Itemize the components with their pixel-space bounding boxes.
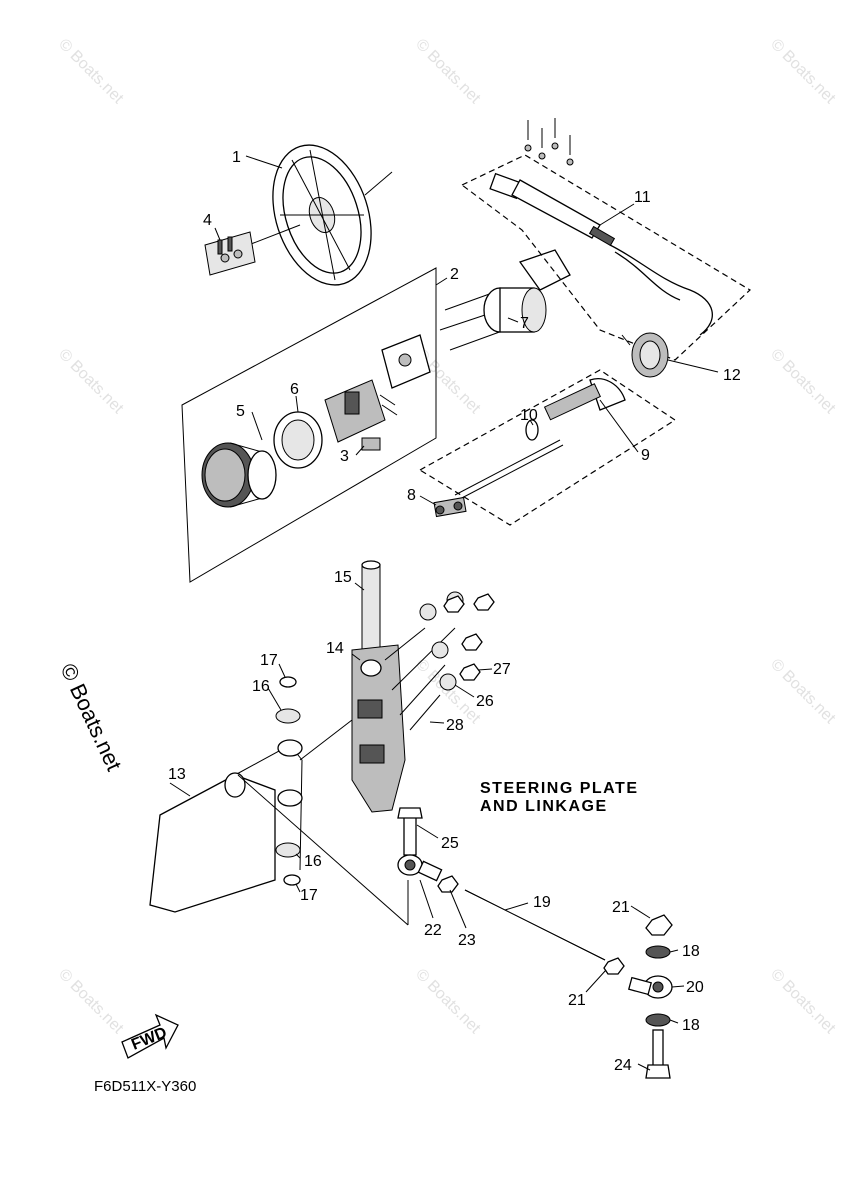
washers-26 [419, 591, 464, 691]
watermark: © Boats.net [767, 36, 839, 108]
helm-gear-body [324, 334, 431, 443]
callout-21b: 21 [568, 992, 586, 1009]
cable-assembly [454, 378, 626, 501]
callout-28: 28 [446, 717, 464, 734]
callout-8: 8 [407, 487, 416, 504]
tie-rod [464, 889, 606, 961]
callout-22: 22 [424, 922, 442, 939]
callout-24: 24 [614, 1057, 632, 1074]
watermark: © Boats.net [412, 36, 484, 108]
column-housing [483, 249, 571, 333]
callout-1: 1 [232, 149, 241, 166]
callout-16a: 16 [252, 678, 270, 695]
diagram-code: F6D511X-Y360 [94, 1078, 196, 1095]
callout-18b: 18 [682, 1017, 700, 1034]
ball-joint-22 [397, 854, 443, 882]
nut-21-lower [603, 957, 625, 975]
collar-16-lower [275, 842, 301, 858]
guide-line [237, 774, 409, 926]
steering-bracket [351, 644, 406, 813]
callout-numbers: 1 4 2 5 6 3 7 8 9 10 11 12 15 14 17 16 1… [168, 149, 741, 1074]
watermark-main: © Boats.net [55, 660, 126, 775]
pivot-shaft [361, 560, 381, 656]
callout-17b: 17 [300, 887, 318, 904]
title-line-2: AND LINKAGE [480, 798, 608, 815]
nut-21-upper [645, 914, 673, 936]
helm-drum [201, 442, 277, 508]
callout-5: 5 [236, 403, 245, 420]
callout-15: 15 [334, 569, 352, 586]
watermark: © Boats.net [767, 966, 839, 1038]
steering-wheel [214, 144, 393, 286]
callout-11: 11 [634, 189, 651, 206]
callout-7: 7 [520, 315, 529, 332]
bracket-3 [361, 437, 381, 451]
watermark: © Boats.net [55, 346, 127, 418]
harness-connector [489, 172, 713, 336]
leader-lines [169, 155, 719, 1071]
callout-2: 2 [450, 266, 459, 283]
callout-16b: 16 [304, 853, 322, 870]
callout-9: 9 [641, 447, 650, 464]
helm-ring [273, 411, 323, 469]
callout-3: 3 [340, 448, 349, 465]
callout-18a: 18 [682, 943, 700, 960]
diagram-title: STEERING PLATE AND LINKAGE [480, 780, 639, 815]
ball-joint-20 [627, 975, 673, 999]
washer-18-lower [645, 1013, 671, 1027]
watermark: © Boats.net [767, 346, 839, 418]
callout-20: 20 [686, 979, 704, 996]
nuts-27 [443, 593, 495, 681]
nut-23 [437, 875, 459, 893]
callout-13: 13 [168, 766, 186, 783]
group-outline-11 [461, 154, 751, 361]
bolt-25 [397, 807, 423, 856]
clip-17-upper [279, 676, 297, 688]
grommet-12 [621, 332, 669, 378]
title-line-1: STEERING PLATE [480, 780, 639, 797]
group-outline-2 [181, 267, 437, 583]
watermark: © Boats.net [412, 966, 484, 1038]
watermark: © Boats.net [55, 36, 127, 108]
callout-10: 10 [520, 407, 538, 424]
callout-21a: 21 [612, 899, 630, 916]
callout-6: 6 [290, 381, 299, 398]
hardware-kit [204, 231, 256, 276]
fwd-label: FWD [129, 1024, 169, 1053]
watermark: © Boats.net [767, 656, 839, 728]
clip-17-lower [283, 874, 301, 886]
collar-16-upper [275, 708, 301, 724]
washer-18-upper [645, 945, 671, 959]
callout-19: 19 [533, 894, 551, 911]
studs-28 [384, 627, 456, 731]
callout-23: 23 [458, 932, 476, 949]
callout-12: 12 [723, 367, 741, 384]
callout-4: 4 [203, 212, 212, 229]
callout-25: 25 [441, 835, 459, 852]
steering-plate [149, 739, 303, 913]
callout-26: 26 [476, 693, 494, 710]
clamp-8 [433, 496, 467, 518]
fwd-arrow-icon: FWD [121, 1013, 179, 1059]
guide-line [299, 719, 353, 761]
bolt-set [524, 118, 574, 166]
callout-14: 14 [326, 640, 344, 657]
callout-27: 27 [493, 661, 511, 678]
callout-17a: 17 [260, 652, 278, 669]
watermark: © Boats.net [55, 966, 127, 1038]
bolt-24 [645, 1029, 671, 1079]
